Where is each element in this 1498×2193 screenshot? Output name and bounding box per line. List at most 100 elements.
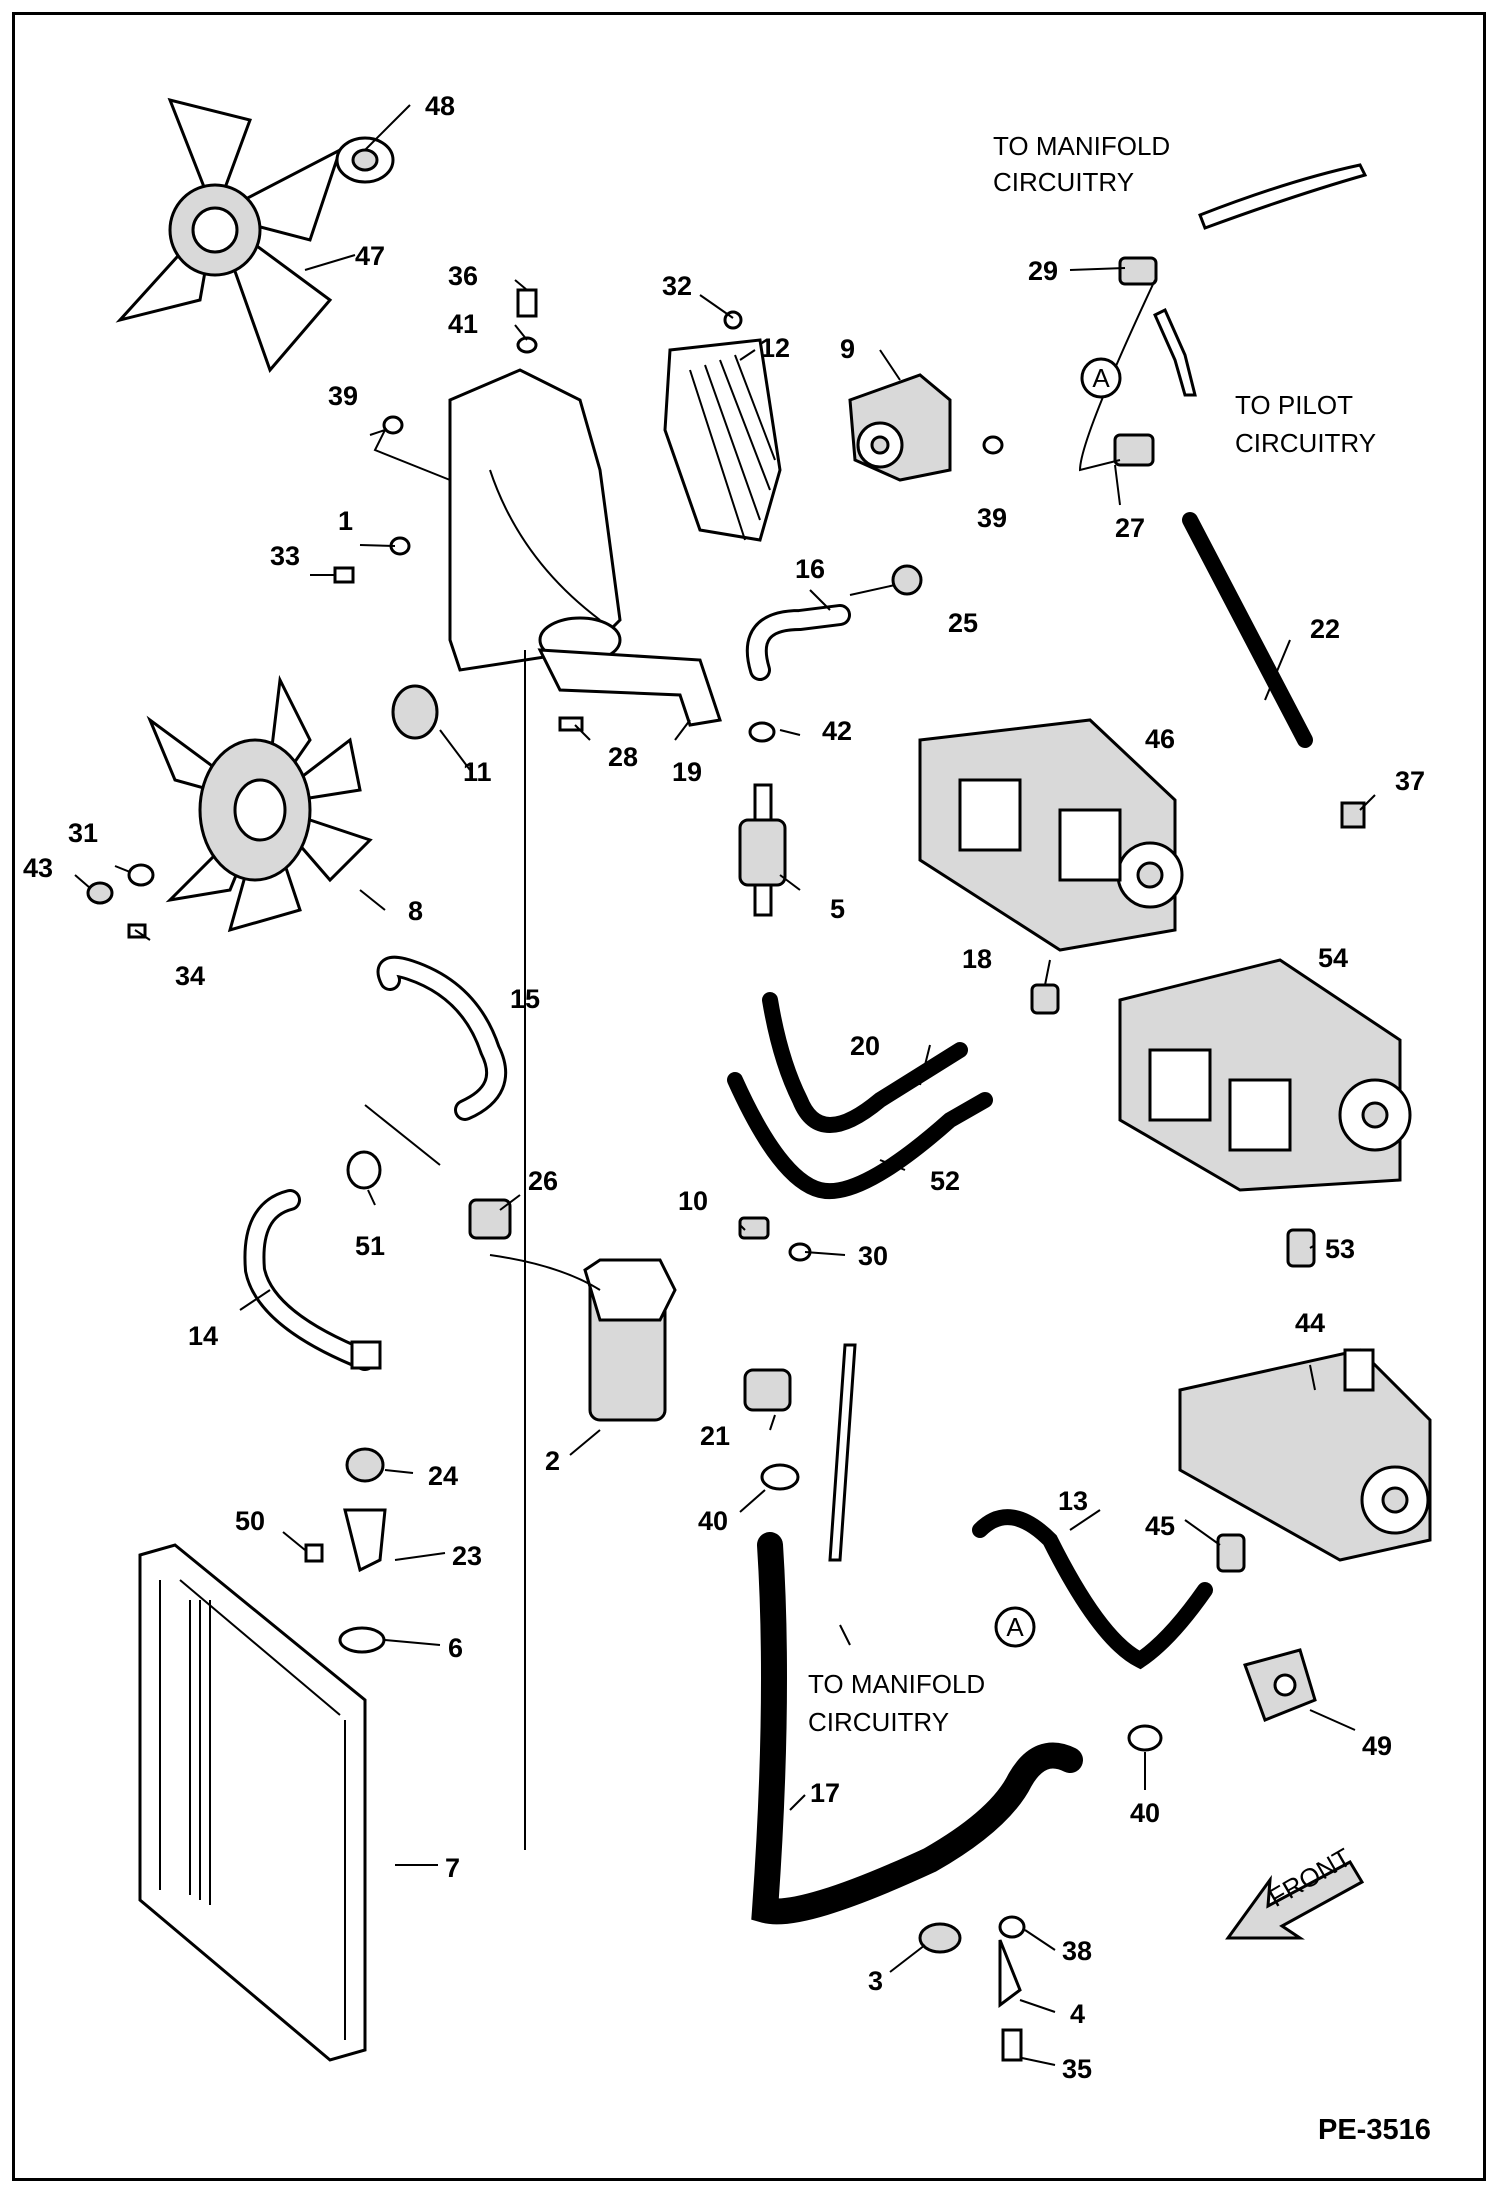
- grille-12: [663, 338, 782, 542]
- ref-a-bottom: A: [994, 1606, 1036, 1648]
- callouts: 48 47 36 41 32 12 9 29 39 39 27 1 33 16 …: [23, 91, 1425, 2084]
- clamp-40-lower: [1127, 1724, 1163, 1752]
- fan-blade-47: [115, 97, 343, 373]
- diagram-border: [12, 12, 1486, 2181]
- fitting-25: [891, 564, 923, 596]
- callout-23: 23: [452, 1541, 482, 1571]
- nut-43: [86, 881, 114, 905]
- clamp-40-upper: [760, 1463, 800, 1491]
- callout-14: 14: [188, 1321, 218, 1351]
- nut-42: [748, 721, 776, 743]
- fitting-29: [1118, 256, 1158, 286]
- fitting-18: [1030, 983, 1060, 1015]
- callout-26: 26: [528, 1166, 558, 1196]
- callout-47: 47: [355, 241, 385, 271]
- callout-16: 16: [795, 554, 825, 584]
- tube-14: [243, 1189, 382, 1371]
- callout-50: 50: [235, 1506, 265, 1536]
- bracket-23: [343, 1508, 387, 1573]
- clip-3: [918, 1922, 962, 1954]
- note-to-pilot-2: CIRCUITRY: [1235, 428, 1376, 458]
- callout-35: 35: [1062, 2054, 1092, 2084]
- tee-block-49: [1243, 1648, 1317, 1722]
- callout-39b: 39: [977, 503, 1007, 533]
- tube-16: [745, 604, 851, 681]
- tube-15: [376, 955, 508, 1121]
- manifold-line-upper: [1153, 163, 1368, 397]
- fitting-45: [1216, 1533, 1246, 1573]
- callout-46: 46: [1145, 724, 1175, 754]
- fitting-10: [738, 1216, 770, 1240]
- callout-2: 2: [545, 1446, 560, 1476]
- callout-31: 31: [68, 818, 98, 848]
- fan-hub-11: [391, 684, 439, 740]
- leader-lines: [74, 104, 1376, 2066]
- callout-8: 8: [408, 896, 423, 926]
- callout-32: 32: [662, 271, 692, 301]
- hose-17: [751, 1532, 1083, 1925]
- callout-44: 44: [1295, 1308, 1325, 1338]
- ref-a-bottom-label: A: [1006, 1612, 1024, 1642]
- callout-7: 7: [445, 1853, 460, 1883]
- callout-40a: 40: [698, 1506, 728, 1536]
- bolt-35: [1001, 2028, 1023, 2062]
- filter-2: [583, 1258, 677, 1422]
- callout-54: 54: [1318, 943, 1348, 973]
- gear-pump-9: [848, 373, 952, 482]
- callout-24: 24: [428, 1461, 458, 1491]
- seal-6: [338, 1626, 386, 1654]
- callout-43: 43: [23, 853, 53, 883]
- callout-6: 6: [448, 1633, 463, 1663]
- fitting-24: [345, 1447, 385, 1483]
- cap-37: [1340, 801, 1366, 829]
- callout-25: 25: [948, 608, 978, 638]
- callout-11: 11: [463, 757, 492, 787]
- fitting-53: [1286, 1228, 1316, 1268]
- callout-48: 48: [425, 91, 455, 121]
- callout-39a: 39: [328, 381, 358, 411]
- callout-42: 42: [822, 716, 852, 746]
- hose-20: [762, 992, 968, 1133]
- callout-37: 37: [1395, 766, 1425, 796]
- shroud-bracket-1: [448, 368, 622, 672]
- callout-53: 53: [1325, 1234, 1355, 1264]
- note-to-manifold-bottom-1: TO MANIFOLD: [808, 1669, 985, 1699]
- callout-27: 27: [1115, 513, 1145, 543]
- nut-39-right: [982, 435, 1004, 455]
- fan-hub-48: [335, 136, 395, 184]
- front-arrow: [1225, 1860, 1365, 1940]
- pump-46: [918, 718, 1184, 952]
- callout-17: 17: [810, 1778, 840, 1808]
- hose-22: [1182, 512, 1313, 748]
- washer-31: [127, 863, 155, 887]
- callout-49: 49: [1362, 1731, 1392, 1761]
- pump-44: [1178, 1348, 1432, 1562]
- callout-38: 38: [1062, 1936, 1092, 1966]
- callout-13: 13: [1058, 1486, 1088, 1516]
- callout-52: 52: [930, 1166, 960, 1196]
- note-to-manifold-bottom-2: CIRCUITRY: [808, 1707, 949, 1737]
- nut-39-left: [382, 415, 404, 435]
- callout-29: 29: [1028, 256, 1058, 286]
- callout-51: 51: [355, 1231, 385, 1261]
- callout-45: 45: [1145, 1511, 1175, 1541]
- bolt-33: [333, 566, 355, 584]
- nut-51: [346, 1150, 382, 1190]
- pump-54: [1118, 958, 1412, 1192]
- note-to-manifold-top-1: TO MANIFOLD: [993, 131, 1170, 161]
- callout-18: 18: [962, 944, 992, 974]
- callout-36: 36: [448, 261, 478, 291]
- washer-41: [516, 336, 538, 354]
- clamp-4: [998, 1939, 1022, 2008]
- callout-1: 1: [338, 506, 353, 536]
- callout-12: 12: [760, 333, 790, 363]
- bolt-50: [304, 1543, 324, 1563]
- callout-33: 33: [270, 541, 300, 571]
- bolt-36: [516, 288, 538, 318]
- radiator-7: [138, 1543, 367, 2062]
- manifold-line-lower: [828, 1343, 857, 1562]
- callout-5: 5: [830, 894, 845, 924]
- callout-28: 28: [608, 742, 638, 772]
- callout-19: 19: [672, 757, 702, 787]
